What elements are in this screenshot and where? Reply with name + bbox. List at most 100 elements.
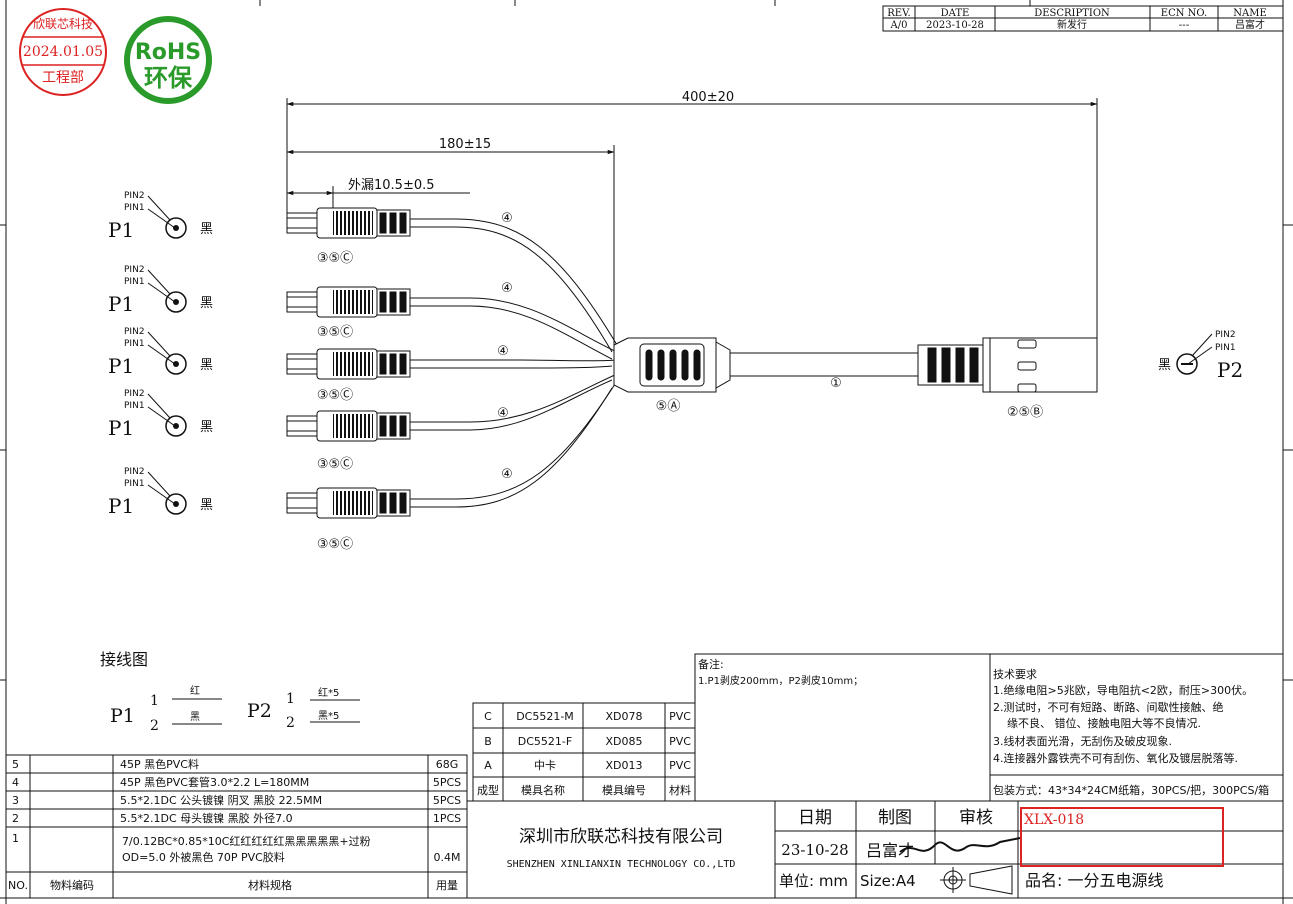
company-block: [466, 800, 776, 899]
stamp-date: 2024.01.05: [23, 44, 103, 60]
tech-line: 缘不良、 错位、接触电阻大等不良情况.: [1007, 716, 1201, 730]
dc-male-connector: [286, 286, 411, 318]
tech-line: 3.线材表面光滑，无刮伤及破皮现象.: [993, 734, 1172, 748]
size-label: Size:A4: [860, 872, 916, 890]
bom-qty: 5PCS: [433, 776, 461, 789]
splitter-molding: [613, 337, 731, 393]
bom-qty: 1PCS: [433, 812, 461, 825]
mold-cell: PVC: [669, 735, 691, 748]
pin1-label: PIN1: [124, 479, 145, 489]
bom-no: 4: [12, 776, 19, 789]
p1-label: P1: [108, 354, 134, 378]
mold-cell: PVC: [669, 710, 691, 723]
pin1-label: PIN1: [124, 203, 145, 213]
callout-branch-wire: ④: [501, 211, 513, 226]
bom-spec: 5.5*2.1DC 母头镀镍 黑胶 外径7.0: [120, 811, 293, 825]
pin2-label: PIN2: [124, 389, 145, 399]
callout-branch-wire: ④: [501, 467, 513, 482]
company-name-en: SHENZHEN XINLIANXIN TECHNOLOGY CO.,LTD: [507, 859, 736, 870]
tech-line: 4.连接器外露铁壳不可有刮伤、氧化及镀层脱落等.: [993, 751, 1238, 765]
p1-face-view: [147, 393, 187, 437]
dimension-overall: [286, 98, 1098, 340]
bom-qty: 0.4M: [434, 851, 461, 864]
callout-branch-connector: ③⑤Ⓒ: [317, 251, 353, 266]
callout-branch-connector: ③⑤Ⓒ: [317, 537, 353, 552]
callout-splitter: ⑤Ⓐ: [656, 399, 681, 414]
drawing-date: 23-10-28: [781, 841, 848, 859]
rev-value: A/0: [890, 20, 908, 31]
rohs-text: RoHS: [135, 40, 201, 65]
pin2-label: PIN2: [124, 191, 145, 201]
p1-face-view: [147, 195, 187, 239]
mold-cell: C: [484, 710, 492, 723]
ecn-value: ---: [1179, 20, 1190, 31]
dimension-exposed: [286, 186, 470, 210]
bom-no: 1: [12, 832, 19, 845]
remarks-text: 1.P1剥皮200mm，P2剥皮10mm；: [698, 674, 863, 687]
dc-male-connector: [286, 207, 411, 239]
callout-branch-wire: ④: [497, 406, 509, 421]
bom-no: 3: [12, 794, 19, 807]
stamp-company: 欣联芯科技: [33, 17, 93, 31]
wiring-color: 黑: [190, 711, 200, 723]
p1-label: P1: [108, 494, 134, 518]
company-name-cn: 深圳市欣联芯科技有限公司: [519, 827, 723, 847]
dimension-exposed-label: 外漏10.5±0.5: [348, 177, 435, 193]
bom-no: 5: [12, 758, 19, 771]
color-label: 黑: [200, 358, 213, 373]
mold-cell: A: [484, 759, 492, 772]
dimension-overall-label: 400±20: [682, 90, 734, 105]
wiring-color: 红: [190, 684, 200, 697]
packing-text: 包装方式：43*34*24CM纸箱，30PCS/把，300PCS/箱: [993, 783, 1269, 797]
main-wire: [730, 352, 920, 377]
bom-spec: 45P 黑色PVC料: [120, 757, 199, 771]
pin1-label: PIN1: [124, 277, 145, 287]
mold-header: 模具名称: [521, 783, 565, 797]
mold-cell: B: [484, 735, 492, 748]
mold-cell: XD085: [605, 735, 642, 748]
pin2-label: PIN2: [124, 327, 145, 337]
stamp-dept: 工程部: [42, 70, 84, 86]
callout-branch-wire: ④: [497, 344, 509, 359]
approval-stamp: 欣联芯科技 2024.01.05 工程部: [19, 8, 107, 96]
pin1-label: PIN1: [124, 401, 145, 411]
title-block: [774, 800, 1284, 899]
checked-by-label: 审核: [959, 808, 993, 828]
tech-line: 2.测试时，不可有短路、断路、间歇性接触、绝: [993, 700, 1224, 714]
mold-header: 成型: [477, 783, 499, 797]
callout-branch-connector: ③⑤Ⓒ: [317, 388, 353, 403]
wiring-title: 接线图: [100, 650, 148, 669]
bom-spec: OD=5.0 外被黑色 70P PVC胶料: [122, 850, 285, 864]
bom-header: 用量: [436, 879, 458, 892]
mold-table: [472, 702, 696, 802]
tech-title: 技术要求: [993, 668, 1037, 681]
dc-male-connector: [286, 410, 411, 442]
product-name: 品名: 一分五电源线: [1025, 871, 1163, 890]
wiring-pin: 2: [150, 718, 159, 734]
tech-line: 1.绝缘电阻>5兆欧，导电阻抗<2欧，耐压>300伏。: [993, 683, 1253, 697]
mold-cell: PVC: [669, 759, 691, 772]
p1-label: P1: [108, 218, 134, 242]
revision-table: [882, 5, 1284, 32]
rohs-env-text: 环保: [144, 64, 193, 92]
wiring-pin: 1: [286, 691, 295, 707]
bom-qty: 5PCS: [433, 794, 461, 807]
bom-table: [5, 754, 468, 899]
p1-face-view: [147, 471, 187, 515]
mold-header: 模具编号: [602, 783, 646, 797]
callout-female-connector: ②⑤Ⓑ: [1007, 405, 1043, 420]
date-header: DATE: [941, 8, 970, 19]
unit-label: 单位: mm: [779, 872, 848, 890]
callout-main-wire: ①: [830, 376, 842, 391]
p1-face-view: [147, 269, 187, 313]
p2-pin2-label: PIN2: [1215, 330, 1236, 340]
drawer-name: 吕富才: [866, 841, 914, 860]
remarks-title: 备注:: [698, 657, 724, 671]
wiring-pin: 2: [286, 715, 295, 731]
mold-header: 材料: [669, 783, 691, 797]
bom-spec: 45P 黑色PVC套管3.0*2.2 L=180MM: [120, 775, 309, 789]
date-label: 日期: [798, 808, 832, 828]
color-label: 黑: [200, 420, 213, 435]
dimension-branch: [286, 145, 615, 345]
name-value: 吕富才: [1235, 18, 1265, 31]
